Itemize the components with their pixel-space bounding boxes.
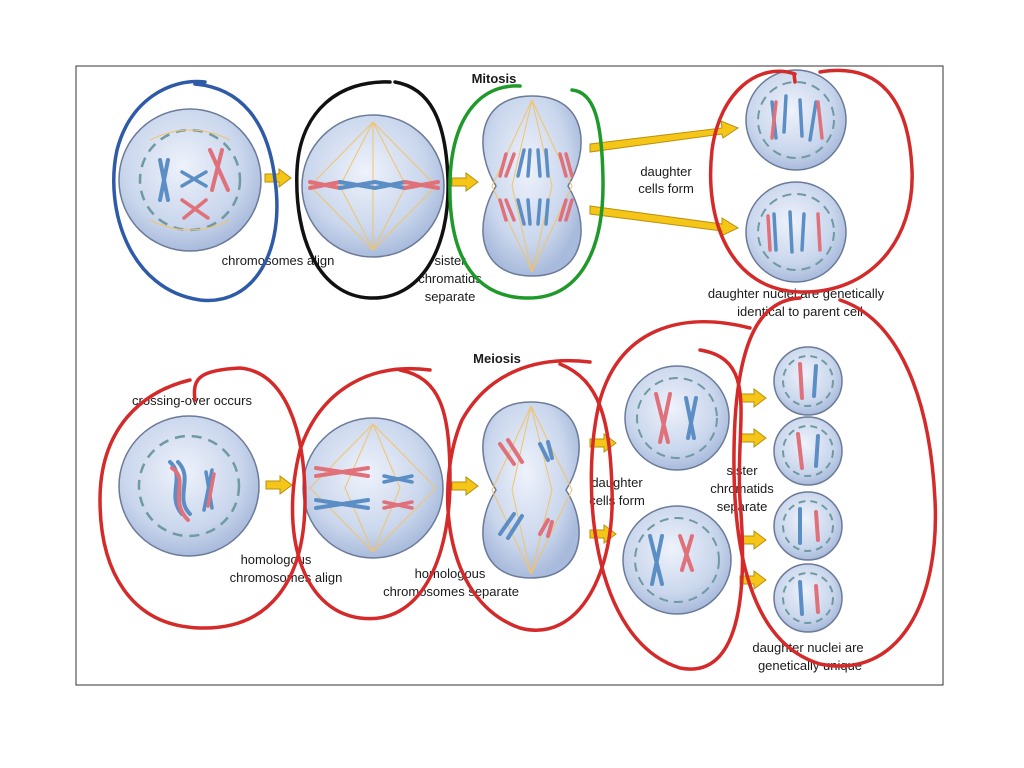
meiosis-secondary-cell-bottom <box>622 505 732 615</box>
red-circle-mitosis-daughters <box>708 68 914 294</box>
arrow-up-right-icon <box>589 120 740 153</box>
meiosis-title: Meiosis <box>473 351 521 366</box>
chromosome <box>516 148 532 178</box>
meiosis-sister-label-2: chromatids <box>710 481 774 496</box>
red-circle-meiosis-2 <box>290 367 452 621</box>
meiosis-crossing-label: crossing-over occurs <box>132 393 252 408</box>
meiosis-daughter-label-1: daughter <box>591 475 643 490</box>
mitosis-metaphase-cell <box>301 114 445 258</box>
chromosome <box>498 198 516 222</box>
meiosis-sister-label-1: sister <box>726 463 758 478</box>
meiosis-unique-label-1: daughter nuclei are <box>752 640 863 655</box>
chromosome <box>180 170 208 188</box>
black-circle-annotation <box>295 80 450 300</box>
chromosome <box>558 152 574 178</box>
red-circle-meiosis-4 <box>589 320 752 671</box>
green-circle-annotation <box>448 84 605 300</box>
chromosome <box>373 180 407 190</box>
chromosome <box>558 198 574 222</box>
mitosis-title: Mitosis <box>472 71 517 86</box>
meiosis-prophase-cell <box>118 415 260 557</box>
mitosis-daughter-label-2: cells form <box>638 181 694 196</box>
meiosis-daughter-label-2: cells form <box>589 493 645 508</box>
mitosis-daughter-label-1: daughter <box>640 164 692 179</box>
meiosis-homo-align-label-2: chromosomes align <box>230 570 343 585</box>
mitosis-sister-label-1: sister <box>434 253 466 268</box>
mitosis-daughter-cell-bottom <box>745 181 847 283</box>
meiosis-anaphase1-cell <box>482 401 580 579</box>
chromosome <box>536 148 550 178</box>
handwritten-annotations <box>98 68 938 671</box>
meiosis-unique-label-2: genetically unique <box>758 658 862 673</box>
mitosis-sister-label-2: chromatids <box>418 271 482 286</box>
red-circle-meiosis-3 <box>445 358 614 632</box>
chromosome <box>338 180 377 190</box>
meiosis-metaphase-cell <box>302 417 444 559</box>
chromosome <box>516 198 532 226</box>
red-circle-meiosis-1 <box>98 366 307 630</box>
chromosome <box>208 148 230 192</box>
mitosis-anaphase-cell <box>482 95 582 277</box>
meiosis-homo-sep-label-1: homologous <box>415 566 486 581</box>
chromosome <box>498 152 516 178</box>
meiosis-gamete-3 <box>773 491 843 561</box>
meiosis-secondary-cell-top <box>624 365 730 471</box>
chromosome <box>180 198 210 220</box>
chromosome <box>403 180 440 190</box>
arrow-down-right-icon <box>589 205 740 237</box>
red-circle-meiosis-gametes <box>732 296 938 668</box>
blue-circle-annotation <box>112 79 279 303</box>
mitosis-nuclei-label-2: identical to parent cell <box>737 304 863 319</box>
mitosis-sister-label-3: separate <box>425 289 476 304</box>
mitosis-align-label: chromosomes align <box>222 253 335 268</box>
chromosome <box>536 198 550 226</box>
mitosis-daughter-cell-top <box>745 69 847 171</box>
meiosis-gamete-2 <box>773 416 843 486</box>
chromosome <box>308 180 342 190</box>
meiosis-gamete-4 <box>773 563 843 633</box>
meiosis-homo-sep-label-2: chromosomes separate <box>383 584 519 599</box>
mitosis-prophase-cell <box>118 108 262 252</box>
chromosome <box>158 158 170 202</box>
meiosis-gamete-1 <box>773 346 843 416</box>
